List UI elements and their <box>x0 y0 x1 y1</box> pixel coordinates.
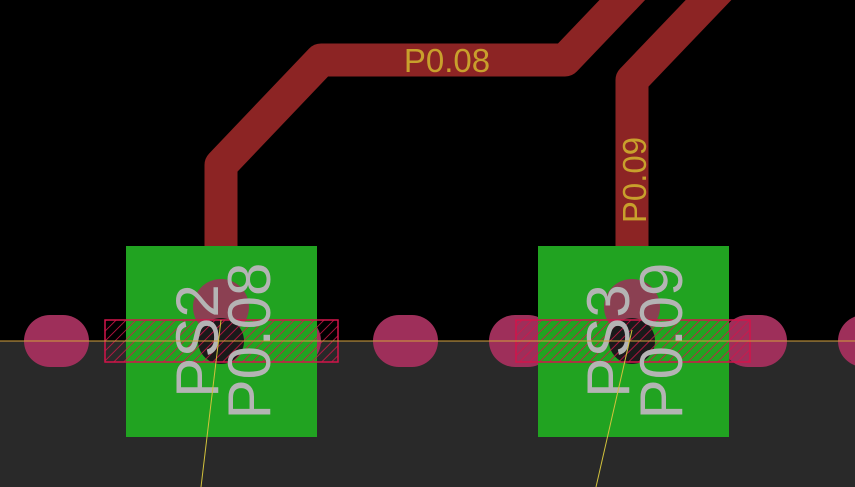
trace-layer <box>204 0 732 285</box>
trace-label-p0-09: P0.09 <box>616 137 653 223</box>
trace-p0-09[interactable] <box>615 0 732 285</box>
trace-label-p0-08: P0.08 <box>404 42 490 79</box>
airwire[interactable] <box>200 319 222 487</box>
trace-p0-08[interactable] <box>204 0 646 285</box>
airwire[interactable] <box>595 329 633 487</box>
